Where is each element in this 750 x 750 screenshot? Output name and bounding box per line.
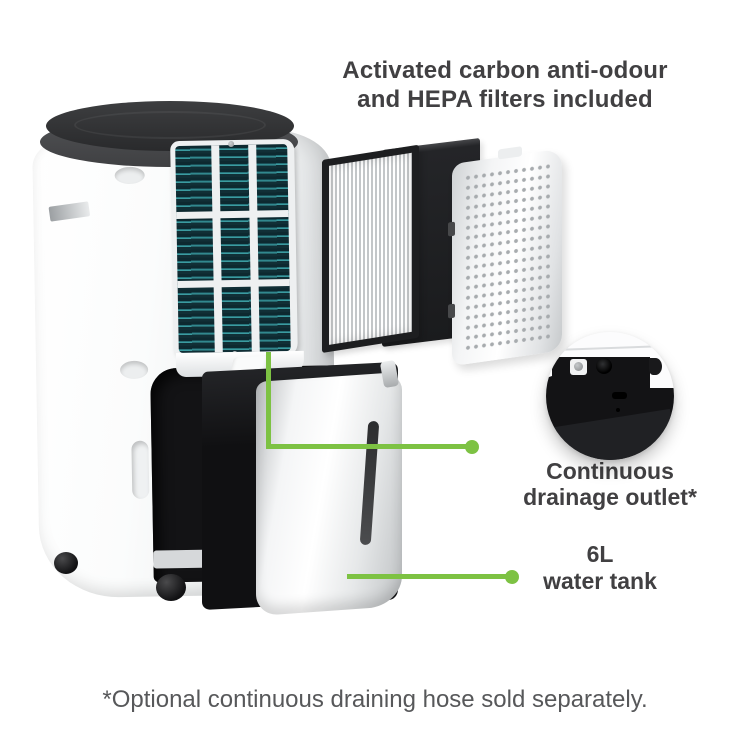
- drainage-outlet-label: Continuous drainage outlet*: [495, 458, 725, 510]
- tank-label-line1: 6L: [586, 541, 614, 567]
- drainage-label-line2: drainage outlet*: [523, 484, 697, 510]
- tank-label-line2: water tank: [543, 568, 657, 594]
- drainage-outlet-hole: [596, 358, 612, 374]
- callout-dot-drainage: [465, 440, 479, 454]
- panel-seam: [553, 345, 667, 351]
- drainage-label-line1: Continuous: [546, 458, 674, 484]
- inset-shadow: [551, 408, 674, 460]
- drainage-outlet-inset: [546, 332, 674, 460]
- grille-clip: [448, 221, 455, 237]
- body-indent: [114, 166, 145, 185]
- page-title-line1: Activated carbon anti-odour: [342, 57, 668, 84]
- inset-detail: [649, 358, 662, 375]
- callout-line-drainage-horizontal: [266, 444, 469, 449]
- inset-back-panel: [546, 357, 674, 460]
- body-indent: [119, 360, 149, 380]
- grid-bar: [177, 278, 290, 288]
- grid-bar: [211, 145, 223, 353]
- lid-groove: [74, 111, 266, 139]
- grid-bar: [176, 210, 289, 220]
- caster-wheel: [156, 574, 186, 601]
- callout-dot-tank: [505, 570, 519, 584]
- screw-plate: [570, 359, 587, 375]
- condenser-coils: [175, 144, 291, 353]
- hepa-filter-pleats: [329, 152, 412, 345]
- filter-grille-cover: [448, 146, 562, 366]
- screw-icon: [574, 362, 583, 371]
- page-title-line2: and HEPA filters included: [357, 86, 653, 113]
- water-tank-label: 6L water tank: [500, 541, 700, 595]
- condenser-grid: [170, 138, 298, 360]
- footnote: *Optional continuous draining hose sold …: [102, 686, 648, 713]
- outlet-slot: [612, 392, 627, 399]
- hepa-filter: [322, 144, 419, 353]
- page-title: Activated carbon anti-odour and HEPA fil…: [295, 56, 715, 114]
- water-tank-cover: [256, 371, 402, 616]
- screw-icon: [228, 140, 235, 148]
- grille-holes: [464, 161, 550, 354]
- grid-bar: [247, 144, 260, 352]
- grille-tab: [498, 146, 522, 160]
- callout-line-drainage-vertical: [266, 352, 271, 449]
- callout-line-tank: [347, 574, 508, 579]
- caster-wheel: [54, 552, 78, 574]
- body-grip-indent: [131, 440, 150, 499]
- grille-clip: [448, 303, 455, 319]
- outlet-dot: [616, 408, 620, 412]
- body-side-strip: [48, 201, 91, 222]
